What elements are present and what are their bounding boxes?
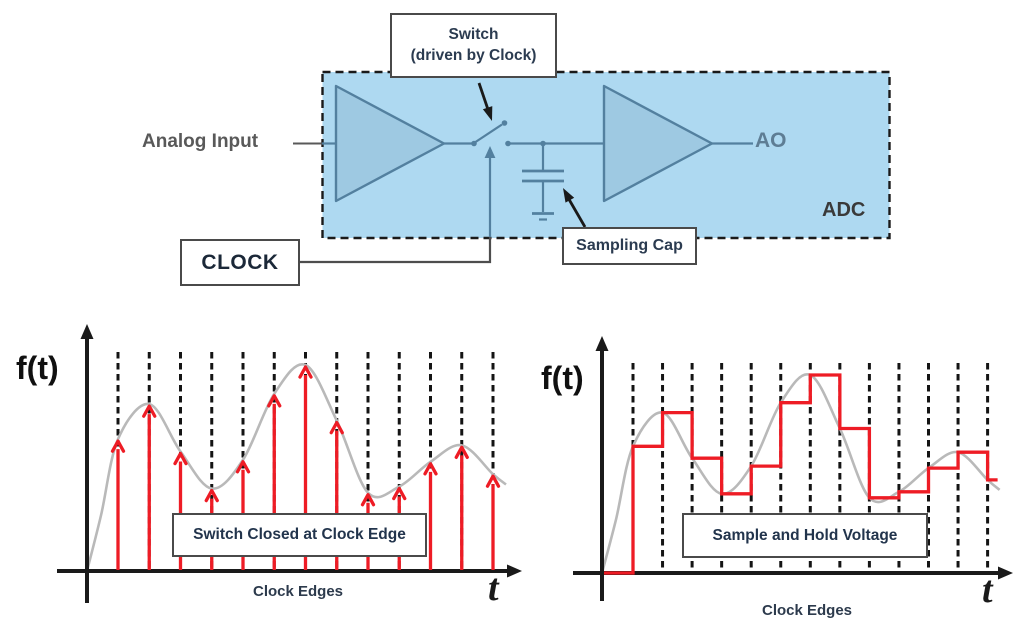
adc-block-diagram [293, 70, 891, 264]
impulse-arrowhead-icon [298, 365, 313, 379]
switch-icon [473, 123, 503, 144]
y-axis-label: f(t) [16, 350, 59, 386]
y-axis-label: f(t) [541, 360, 584, 396]
x-axis-label: t [982, 569, 993, 611]
clock-edges-caption: Clock Edges [252, 583, 344, 600]
switch-contact-dot [505, 140, 511, 147]
switch-lever-dot [501, 120, 508, 126]
impulse-arrowhead-icon [423, 462, 438, 476]
y-axis-arrowhead-icon [80, 324, 94, 339]
impulse-arrowhead-icon [110, 439, 126, 453]
switch-label-line2: (driven by Clock) [410, 46, 537, 64]
impulse-arrowhead-icon [454, 445, 469, 459]
impulse-arrowhead-icon [329, 420, 344, 435]
impulse-arrowhead-icon [142, 404, 157, 418]
impulse-arrowhead-icon [235, 460, 251, 474]
analog-signal-curve [600, 373, 1001, 574]
cap-annotation-arrowhead-icon [563, 188, 575, 203]
x-axis-arrowhead-icon [998, 566, 1013, 580]
adc-label: ADC [822, 199, 866, 221]
impulse-arrowhead-icon [267, 394, 282, 408]
impulse-arrowhead-icon [173, 451, 188, 466]
clock-wire [300, 237, 492, 264]
sample-hold-staircase [604, 373, 998, 575]
y-axis-arrowhead-icon [595, 336, 609, 351]
cap-annotation-arrow [567, 197, 587, 228]
switch-annotation-arrowhead-icon [482, 106, 493, 121]
analog-signal-curve [85, 363, 507, 572]
analog-input-label: Analog Input [142, 131, 259, 152]
sampling-cap-label-box: Sampling Cap [562, 227, 697, 265]
annotation-box: Switch Closed at Clock Edge [172, 513, 427, 557]
x-axis-arrowhead-icon [507, 564, 522, 578]
analog-output-label: AO [755, 129, 787, 152]
impulse-arrowhead-icon [204, 488, 219, 503]
impulse-arrowhead-icon [360, 493, 376, 507]
clock-edges-caption: Clock Edges [761, 602, 853, 619]
switch-label-line1: Switch [448, 25, 499, 43]
annotation-box: Sample and Hold Voltage [682, 513, 928, 558]
x-axis-label: t [488, 567, 499, 609]
impulse-arrowhead-icon [392, 486, 407, 501]
switch-label-box: Switch (driven by Clock) [390, 13, 557, 78]
clock-label-box: CLOCK [180, 239, 300, 286]
switch-annotation-arrow [477, 82, 490, 112]
impulse-arrowhead-icon [485, 474, 501, 488]
clock-arrowhead-icon [484, 146, 496, 158]
switch-contact-dot [471, 140, 477, 147]
